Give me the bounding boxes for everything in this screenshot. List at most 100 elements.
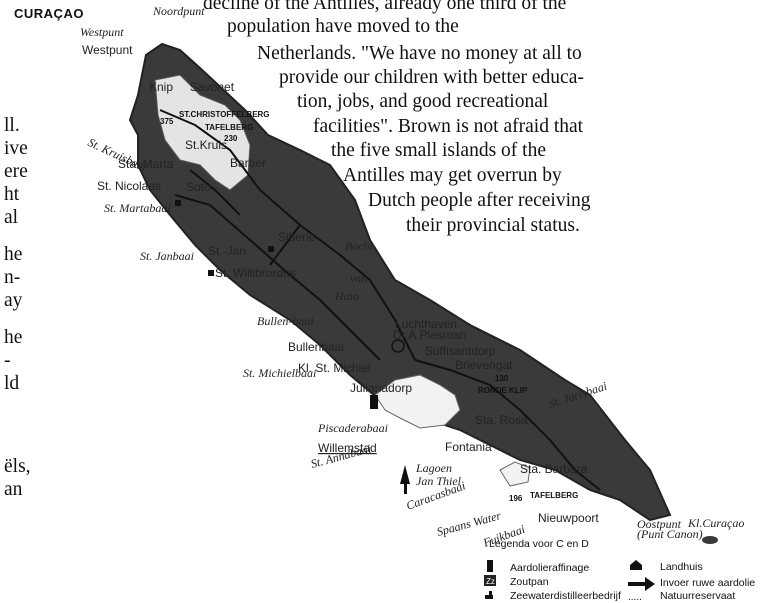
left-fragment: he (4, 327, 23, 348)
label-sta-marta: Sta. Marta (118, 157, 174, 171)
left-fragment: an (4, 479, 23, 500)
left-fragment: he (4, 244, 23, 265)
spaans-water (499, 461, 531, 487)
label-luchthaven: Luchthaven (395, 317, 457, 331)
article-line: population have moved to the (227, 16, 459, 37)
label-barber: Barber (230, 156, 266, 170)
article-line: their provincial status. (406, 215, 580, 236)
label-kl-st-michiel: Kl. St. Michiel (298, 361, 371, 375)
label-dr-plesman: Dr.A.Plesman (393, 328, 466, 342)
island-shape (128, 42, 672, 522)
label-hato: Hato (334, 289, 359, 303)
map-heading: CURAÇAO (14, 6, 84, 21)
label-willemstad: Willemstad (318, 441, 377, 455)
klein-curacao-island (702, 536, 718, 544)
dotted-line-icon: ..... (628, 592, 642, 603)
article-line: tion, jobs, and good recreational (297, 91, 549, 112)
label-elev-375: 375 (160, 117, 174, 126)
article-line: provide our children with better educa- (279, 67, 584, 88)
article-line: the five small islands of the (331, 140, 546, 161)
label-st-nicolaas: St. Nicolaas (97, 179, 161, 193)
left-fragment: ay (4, 290, 23, 311)
landhuis-icon (630, 560, 642, 570)
label-oostpunt: Oostpunt (637, 517, 682, 531)
article-line: Antilles may get overrun by (343, 165, 562, 186)
label-westpunt-1: Westpunt (80, 25, 124, 39)
mountain-area (154, 74, 251, 191)
label-jan-thiel: Jan Thiel (416, 474, 462, 488)
label-van: van (350, 271, 367, 285)
label-sta-rosa: Sta. Rosa (475, 413, 528, 427)
label-st-jan: St.-Jan (208, 244, 246, 258)
label-soto: Soto (186, 180, 211, 194)
map-legend: Legenda voor C en D Aardolieraffinage Zz… (484, 538, 755, 603)
legend-crude-import: Invoer ruwe aardolie (660, 577, 755, 589)
legend-title: Legenda voor C en D (489, 538, 589, 550)
label-noordpunt: Noordpunt (152, 4, 205, 18)
label-bullenbaai-bay: Bullen-baai (257, 314, 314, 328)
label-brievengat: Brievengat (455, 358, 513, 372)
label-nieuwpoort: Nieuwpoort (538, 511, 599, 525)
label-st-christoffelberg: ST.CHRISTOFFELBERG (179, 110, 270, 119)
left-fragment: - (4, 350, 11, 371)
map-symbols (175, 200, 410, 494)
left-fragment: ëls, (4, 456, 31, 477)
label-fontania: Fontania (445, 440, 492, 454)
label-tafelberg-north: TAFELBERG (205, 123, 253, 132)
label-knip: Knip (149, 80, 173, 94)
airport-icon (391, 339, 405, 353)
label-bullenbaai: Bullenbaai (288, 340, 344, 354)
label-elev-196: 196 (509, 494, 523, 503)
label-st-willibrordus: St. Willibrordus (215, 266, 296, 280)
legend-refinery: Aardolieraffinage (510, 562, 589, 574)
left-fragment: ht (4, 184, 20, 205)
saltpan-icon (484, 575, 496, 586)
label-piscaderabaai: Piscaderabaai (317, 421, 388, 435)
left-fragment: ere (4, 161, 28, 182)
crude-import-arrow-icon (400, 465, 410, 484)
legend-reserve: Natuurreservaat (660, 590, 735, 602)
label-bocht: Bocht (345, 239, 374, 253)
label-savonet: Savonet (190, 80, 235, 94)
landhuis-icon (268, 246, 274, 252)
label-punt-canon: (Punt Canon) (637, 527, 703, 541)
label-kl-curacao: Kl.Curaçao (687, 516, 744, 530)
label-ronde-klip: RONDE KLIP (478, 386, 528, 395)
label-elev-230: 230 (224, 134, 238, 143)
left-fragment: ive (4, 138, 28, 159)
left-fragment: al (4, 207, 19, 228)
landhuis-icon (208, 270, 214, 276)
label-elev-130: 130 (495, 374, 509, 383)
article-line: Netherlands. "We have no money at all to (257, 43, 582, 64)
left-fragment: ld (4, 373, 20, 394)
label-westpunt-2: Westpunt (82, 43, 133, 57)
legend-distillery: Zeewaterdistilleerbedrijf (510, 590, 621, 602)
saltpan-symbol: Zz (486, 577, 495, 586)
label-st-janbaai: St. Janbaai (140, 249, 194, 263)
legend-saltpan: Zoutpan (510, 576, 549, 588)
article-line: facilities". Brown is not afraid that (313, 116, 584, 137)
label-st-michielbaai: St. Michielbaai (243, 366, 316, 380)
left-fragment: ll. (4, 115, 20, 136)
crude-import-arrow-shaft-icon (404, 484, 407, 494)
left-fragment: n- (4, 267, 21, 288)
roads (159, 109, 601, 491)
label-tafelberg-south: TAFELBERG (530, 491, 578, 500)
label-sta-barbara: Sta. Barbara (520, 462, 588, 476)
label-lagoen: Lagoen (415, 461, 452, 475)
refinery-icon (487, 560, 493, 572)
schottegat-water (374, 374, 461, 429)
landhuis-icon (175, 200, 181, 206)
distillery-base-icon (485, 595, 493, 599)
article-line: Dutch people after receiving (368, 190, 591, 211)
label-julianadorp: Julianadorp (350, 381, 412, 395)
label-siberie: Siberie (278, 230, 316, 244)
article-line: decline of the Antilles, already one thi… (203, 0, 567, 14)
legend-landhuis: Landhuis (660, 561, 703, 573)
refinery-icon (370, 395, 378, 409)
label-st-martabaai: St. Martabaai (104, 201, 171, 215)
arrow-right-icon (628, 577, 655, 591)
label-suffisantdorp: Suffisantdorp (425, 344, 496, 358)
label-st-kruis: St.Kruis (185, 138, 227, 152)
